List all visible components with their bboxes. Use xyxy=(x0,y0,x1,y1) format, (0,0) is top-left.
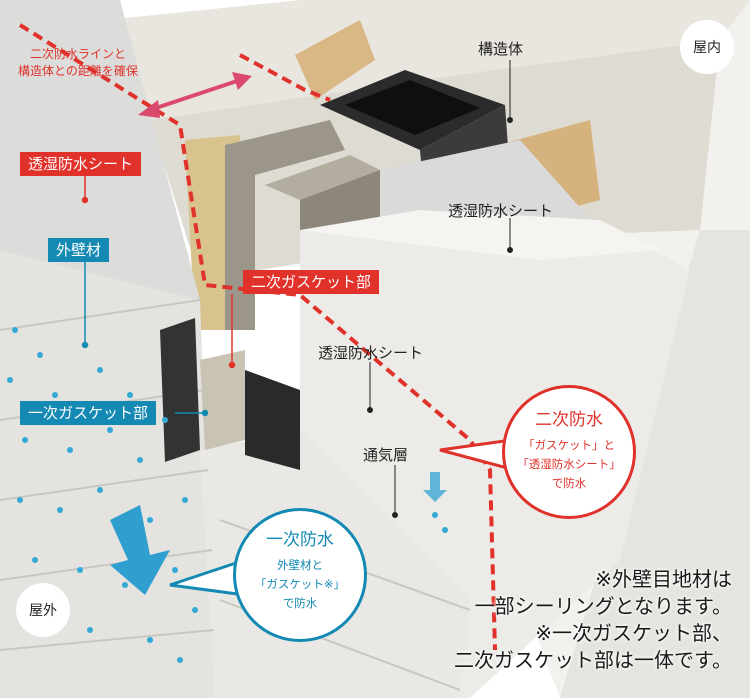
secondary-waterproof-line-top xyxy=(239,53,331,102)
secondary-bubble-title: 二次防水 xyxy=(535,410,603,430)
moisture-sheet-right-label: 透湿防水シート xyxy=(448,202,554,220)
distance-arrowhead-right xyxy=(232,72,252,90)
air-arrow xyxy=(423,472,447,502)
footnotes: ※外壁目地材は 一部シーリングとなります。 ※一次ガスケット部、 二次ガスケット… xyxy=(454,566,732,674)
indoor-label: 屋内 xyxy=(680,20,734,74)
note-line4: 二次ガスケット部は一体です。 xyxy=(454,648,732,672)
secondary-bubble-line1: 「ガスケット」と xyxy=(523,438,615,452)
water-flow-arrow xyxy=(110,505,170,595)
red-leaders xyxy=(81,176,236,369)
primary-gasket-tag: 一次ガスケット部 xyxy=(20,401,157,425)
note-line2: 一部シーリングとなります。 xyxy=(474,594,732,618)
interior-board-edge xyxy=(560,230,750,698)
gasket-strip xyxy=(200,350,245,450)
outdoor-label: 屋外 xyxy=(16,583,70,637)
insulation-top xyxy=(10,0,750,120)
primary-waterproof-bubble: 一次防水 外壁材と 「ガスケット※」 で防水 xyxy=(233,508,367,642)
gasket-block-right xyxy=(245,370,300,470)
blue-leaders xyxy=(81,262,209,417)
distance-label-line2: 構造体との距離を確保 xyxy=(18,64,138,78)
primary-bubble-title: 一次防水 xyxy=(266,530,334,550)
secondary-gasket-tag: 二次ガスケット部 xyxy=(243,270,380,294)
structure-label: 構造体 xyxy=(478,40,524,58)
distance-arrow-line xyxy=(149,78,241,112)
steel-channel-face xyxy=(345,80,480,135)
distance-label: 二次防水ラインと 構造体との距離を確保 xyxy=(18,46,138,80)
distance-arrowhead-left xyxy=(138,100,160,118)
primary-bubble-line3: で防水 xyxy=(282,596,318,610)
exterior-wall-tag: 外壁材 xyxy=(48,238,110,262)
gasket-block-left xyxy=(160,318,200,462)
secondary-waterproof-bubble: 二次防水 「ガスケット」と 「透湿防水シート」 で防水 xyxy=(502,385,636,519)
secondary-bubble-line2: 「透湿防水シート」 xyxy=(517,457,621,471)
distance-label-line1: 二次防水ラインと xyxy=(29,47,126,61)
air-layer-label: 通気層 xyxy=(363,446,409,464)
note-line1: ※外壁目地材は xyxy=(595,567,732,591)
secondary-waterproof-line xyxy=(18,23,497,651)
primary-bubble-line2: 「ガスケット※」 xyxy=(254,577,346,591)
rain-drops xyxy=(7,327,448,663)
primary-bubble-line1: 外壁材と xyxy=(277,558,323,572)
leader-lines xyxy=(367,60,513,518)
secondary-bubble-line3: で防水 xyxy=(551,476,587,490)
front-board-top xyxy=(300,210,660,260)
wood-stud-top xyxy=(295,20,375,100)
moisture-sheet-mid-label: 透湿防水シート xyxy=(318,344,424,362)
moisture-sheet-tag: 透湿防水シート xyxy=(20,152,142,176)
note-line3: ※一次ガスケット部、 xyxy=(535,621,732,645)
